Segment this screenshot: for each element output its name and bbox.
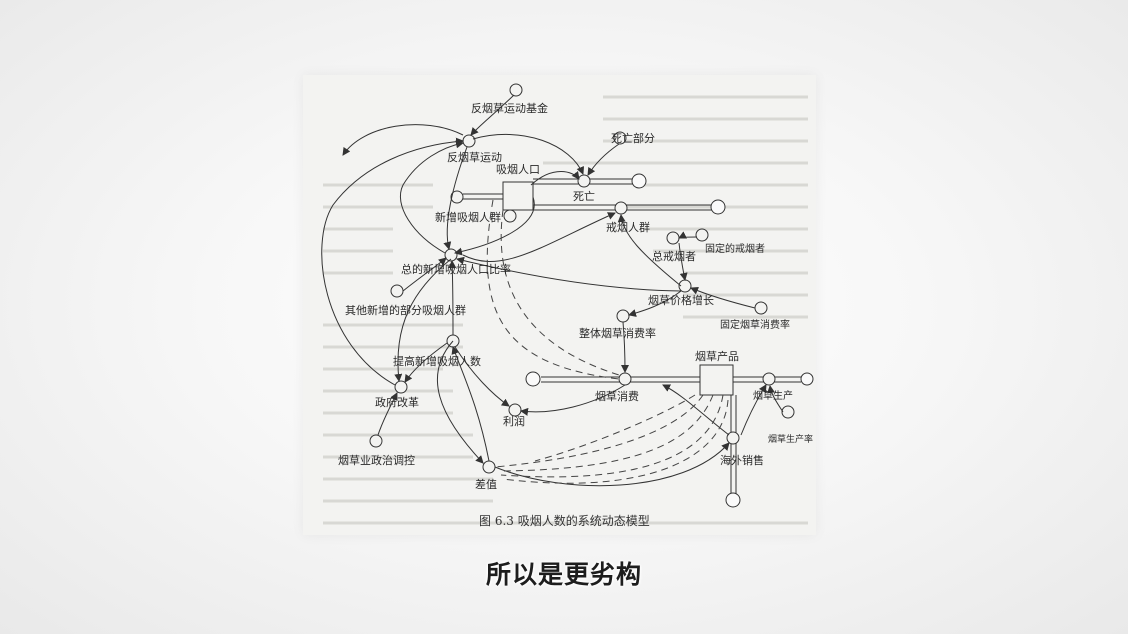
label-other-new: 其他新增的部分吸烟人群 [345,303,466,317]
label-overseas-sales: 海外销售 [720,453,764,467]
label-tobacco-consumption: 烟草消费 [595,389,639,403]
label-overall-consumption-rate: 整体烟草消费率 [579,326,656,340]
label-tobacco-products: 烟草产品 [695,349,739,363]
label-political-control: 烟草业政治调控 [338,453,415,467]
stock-tobacco-products [699,364,734,396]
causal-links [321,94,784,487]
label-smoking-population: 吸烟人口 [496,162,540,176]
stock-smoking-population [502,181,534,211]
label-total-new-ratio: 总的新增吸烟人口比率 [401,262,511,276]
label-production-rate: 烟草生产率 [768,433,813,445]
label-fixed-quitters: 固定的戒烟者 [705,242,765,255]
label-difference: 差值 [475,477,497,491]
label-new-smokers: 新增吸烟人群 [435,210,501,224]
label-death-part: 死亡部分 [611,131,655,145]
bleed-through-text [323,95,808,525]
label-increase-new-smokers: 提高新增吸烟人数 [393,354,481,368]
system-dynamics-diagram: 反烟草运动基金 反烟草运动 吸烟人口 死亡部分 死亡 新增吸烟人群 戒烟人群 固… [321,83,814,528]
label-quitters: 戒烟人群 [606,220,650,234]
video-subtitle: 所以是更劣构 [485,560,642,589]
sink-clouds [525,173,814,508]
label-fixed-consumption-rate: 固定烟草消费率 [720,318,790,331]
label-anti-fund: 反烟草运动基金 [471,101,548,115]
figure-caption: 图 6.3 吸烟人数的系统动态模型 [479,513,650,528]
label-tobacco-production: 烟草生产 [753,389,793,402]
flow-valves [450,174,776,445]
label-death: 死亡 [573,189,595,203]
label-anti-campaign: 反烟草运动 [447,150,502,164]
scanned-figure: 反烟草运动基金 反烟草运动 吸烟人口 死亡部分 死亡 新增吸烟人群 戒烟人群 固… [303,75,816,535]
label-profit: 利润 [503,414,525,428]
label-gov-reform: 政府改革 [375,395,419,409]
label-price-growth: 烟草价格增长 [648,293,714,307]
label-total-quitters: 总戒烟者 [652,249,696,263]
dashed-links [486,199,729,484]
